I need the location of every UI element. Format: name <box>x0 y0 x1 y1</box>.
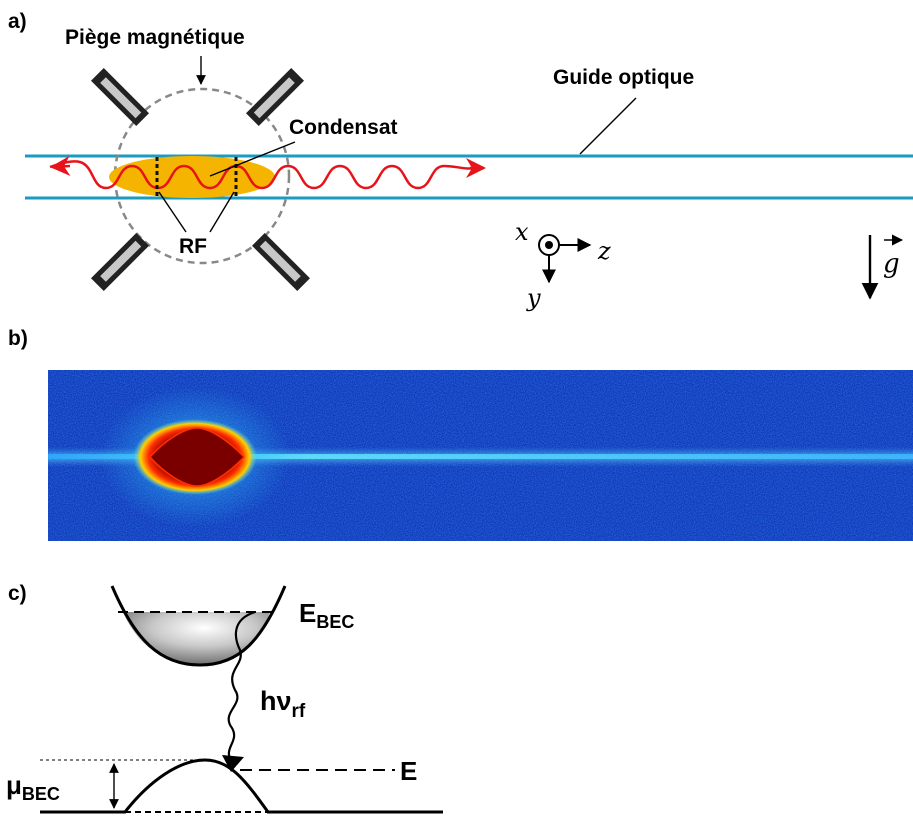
magnetic-trap-circle <box>113 87 291 265</box>
absorption-image <box>48 370 913 541</box>
panel-a: a) Piège magn <box>8 10 913 312</box>
condensate-label: Condensat <box>289 116 398 139</box>
photon-squiggle <box>227 610 256 763</box>
axis-z-label: z <box>597 237 611 265</box>
magnet-coil-bottom-left <box>91 233 149 291</box>
gravity-label: g <box>883 249 900 279</box>
panel-b-label: b) <box>8 327 28 350</box>
axis-y-label: y <box>526 284 541 312</box>
magnet-coil-top-right <box>246 68 304 126</box>
photon-label: hνrf <box>260 686 306 722</box>
mu-bec-label: μBEC <box>6 770 60 804</box>
rf-pointer-left <box>158 191 187 233</box>
trap-label: Piège magnétique <box>65 26 245 49</box>
trap-potential-curve <box>110 585 287 667</box>
wave-arrow-left <box>50 156 71 176</box>
axis-x-dot <box>545 241 553 249</box>
magnet-coil-bottom-right <box>252 233 310 291</box>
guide-potential-curve <box>40 758 443 814</box>
panel-a-label: a) <box>8 10 27 33</box>
guided-beam <box>48 454 913 459</box>
panel-c-label: c) <box>8 582 27 605</box>
trap-bowl-fill <box>123 612 270 665</box>
condensate-core <box>148 427 246 487</box>
panel-c: c) EBEC hνrf E μBEC <box>6 582 443 814</box>
rf-pointer-right <box>209 191 235 233</box>
rf-label: RF <box>179 235 207 258</box>
rf-wave <box>49 160 481 190</box>
axis-triad: x z y <box>515 218 611 312</box>
energy-label: E <box>400 756 417 786</box>
magnet-coil-top-left <box>91 68 149 126</box>
guide-pointer <box>579 97 637 155</box>
e-bec-label: EBEC <box>299 598 354 632</box>
guide-label: Guide optique <box>553 66 694 89</box>
condensate-pointer <box>209 141 296 177</box>
axis-x-label: x <box>515 218 529 246</box>
photon-arrowhead <box>222 755 244 772</box>
panel-b: b) <box>8 327 913 541</box>
